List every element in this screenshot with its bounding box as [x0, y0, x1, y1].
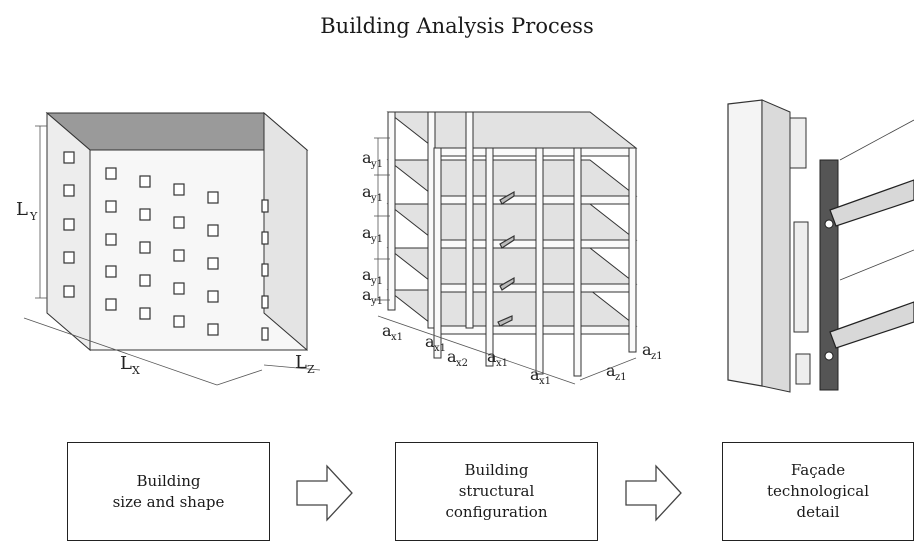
structural-frame-illustration: a a a a a a a a a a a a y1 y1 y1 y1 y1 x… — [362, 111, 663, 387]
ay1-sub-4: y1 — [370, 276, 383, 287]
step-2-line-1: Building — [464, 461, 529, 479]
az1-sub-2: z1 — [651, 351, 663, 362]
az1-label-1: a — [606, 361, 616, 380]
az1-sub-1: z1 — [615, 372, 627, 383]
step-1-line-2: size and shape — [112, 492, 225, 511]
lz-label: L — [295, 352, 307, 373]
step-2-line-2: structural — [458, 482, 535, 500]
ay1-sub-3: y1 — [370, 234, 383, 245]
arrows — [296, 464, 682, 522]
step-facade-detail: Façade technological detail — [722, 442, 914, 541]
ax1-sub-1: x1 — [391, 332, 403, 343]
step-3-line-3: detail — [796, 503, 840, 521]
page-title: Building Analysis Process — [320, 14, 594, 38]
building-block-illustration: L Y L X L Z — [16, 111, 321, 386]
ay1-sub-1: y1 — [370, 159, 383, 170]
facade-detail-illustration — [727, 99, 914, 393]
ax1-sub-2: x1 — [434, 343, 446, 354]
ay1-label-2: a — [362, 182, 372, 201]
step-3-line-1: Façade — [790, 461, 846, 479]
ay1-label-4: a — [362, 265, 372, 284]
ay1-label-5: a — [362, 285, 372, 304]
step-structural-configuration: Building structural configuration — [395, 442, 598, 541]
ax2-sub: x2 — [456, 358, 468, 369]
right-arrow-icon-2 — [625, 464, 682, 522]
ax1-label-1: a — [382, 321, 392, 340]
ay1-sub-2: y1 — [370, 193, 383, 204]
lx-label: L — [120, 353, 132, 374]
ay1-sub-5: y1 — [370, 296, 383, 307]
ax1-sub-3: x1 — [496, 358, 508, 369]
ly-subscript: Y — [29, 210, 38, 223]
right-arrow-icon-1 — [296, 464, 353, 522]
ax1-sub-4: x1 — [539, 376, 551, 387]
ax1-label-3: a — [487, 347, 497, 366]
ax1-label-4: a — [530, 365, 540, 384]
lz-subscript: Z — [307, 363, 315, 376]
az1-label-2: a — [642, 340, 652, 359]
ay1-label-1: a — [362, 148, 372, 167]
ax2-label: a — [447, 347, 457, 366]
ly-label: L — [16, 199, 28, 220]
step-1-line-1: Building — [136, 471, 201, 490]
step-2-line-3: configuration — [445, 503, 548, 521]
ay1-label-3: a — [362, 223, 372, 242]
lx-subscript: X — [132, 364, 140, 377]
ax1-label-2: a — [425, 332, 435, 351]
step-3-line-2: technological — [766, 482, 870, 500]
step-building-size: Building size and shape — [67, 442, 270, 541]
